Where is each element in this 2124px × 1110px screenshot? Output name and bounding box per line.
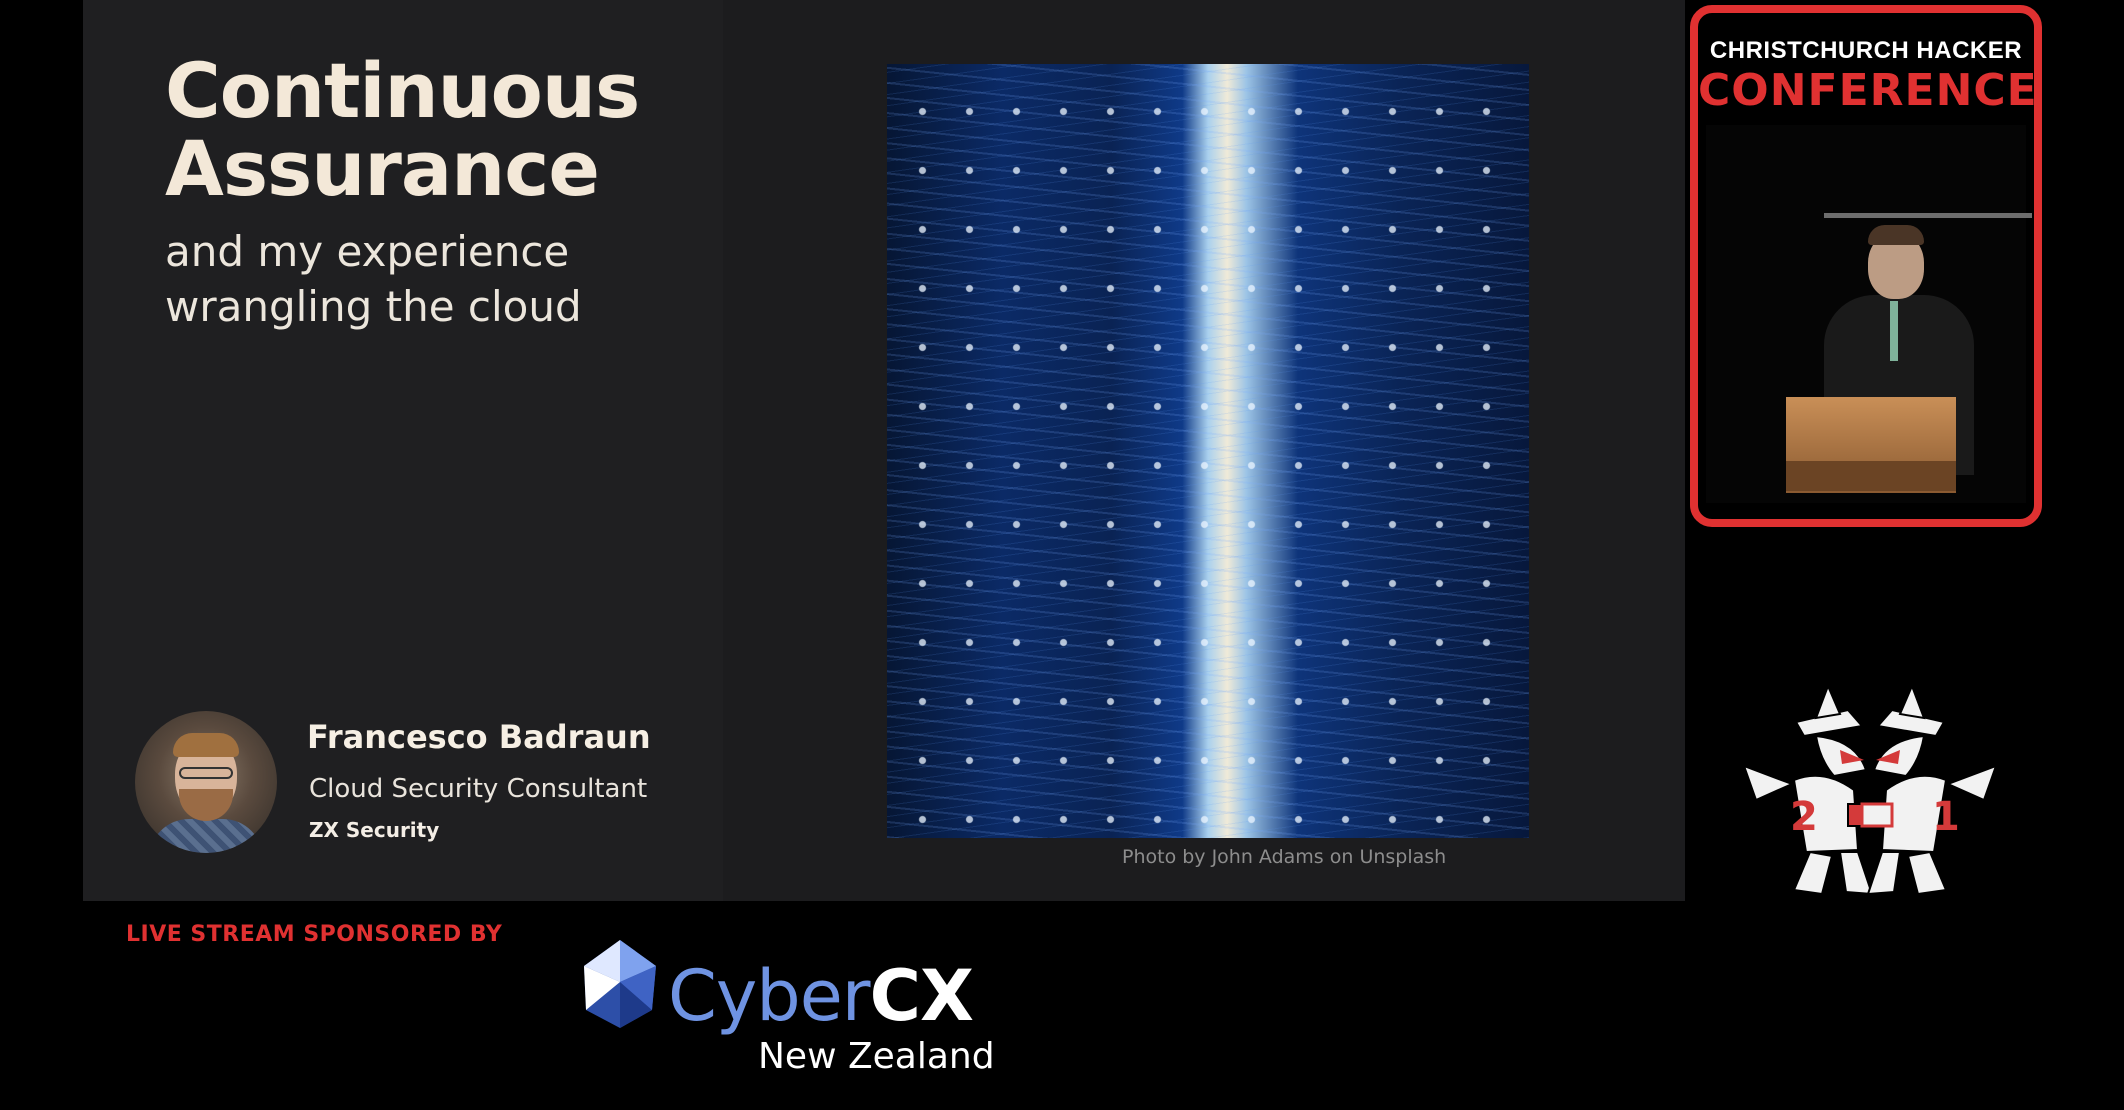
conference-subtitle: CONFERENCE [1698, 65, 2038, 116]
speaker-hair [1868, 225, 1924, 245]
fiber-optic-photo [887, 64, 1529, 838]
stage-light-bar [1824, 213, 2032, 218]
sponsor-name-part-2: CX [869, 955, 974, 1037]
fiber-light-dots [887, 64, 1529, 838]
slide-subtitle-line-2: wrangling the cloud [165, 282, 582, 331]
avatar-glasses [179, 767, 233, 779]
avatar-shirt [149, 819, 263, 853]
left-spy-figure [1742, 683, 1879, 896]
cybercx-logo-icon [584, 940, 656, 1028]
slide-subtitle-line-1: and my experience [165, 227, 570, 276]
conference-title: CHRISTCHURCH HACKER [1709, 37, 2023, 64]
speaker-organization: ZX Security [309, 818, 440, 842]
sponsor-region: New Zealand [758, 1036, 995, 1077]
right-spy-figure [1860, 683, 1998, 896]
sponsor-name: CyberCX [668, 955, 974, 1037]
podium-base [1786, 461, 1956, 491]
avatar-beard [179, 789, 233, 821]
sponsor-label: LIVE STREAM SPONSORED BY [126, 922, 503, 947]
speaker-lanyard [1890, 301, 1898, 361]
sponsor-name-part-1: Cyber [668, 955, 871, 1037]
speaker-video-feed [1706, 125, 2032, 503]
presentation-slide: Continuous Assurance and my experience w… [83, 0, 1685, 901]
speaker-role: Cloud Security Consultant [309, 774, 648, 804]
photo-credit: Photo by John Adams on Unsplash [1122, 846, 1447, 868]
speaker-name: Francesco Badraun [307, 718, 651, 756]
mascot-right-number: 1 [1932, 794, 1960, 840]
speaker-card: Francesco Badraun Cloud Security Consult… [135, 708, 695, 858]
mascot-left-number: 2 [1790, 794, 1818, 840]
slide-title-line-2: Assurance [165, 124, 600, 213]
speaker-camera-frame: CHRISTCHURCH HACKER CONFERENCE [1690, 5, 2042, 527]
avatar-hair [173, 733, 239, 757]
slide-subtitle: and my experience wrangling the cloud [165, 224, 639, 334]
speaker-avatar [135, 711, 277, 853]
slide-title-block: Continuous Assurance and my experience w… [165, 46, 640, 334]
slide-title-line-1: Continuous [165, 46, 640, 135]
spy-vs-spy-mascot-icon: 2 1 [1742, 683, 1998, 896]
